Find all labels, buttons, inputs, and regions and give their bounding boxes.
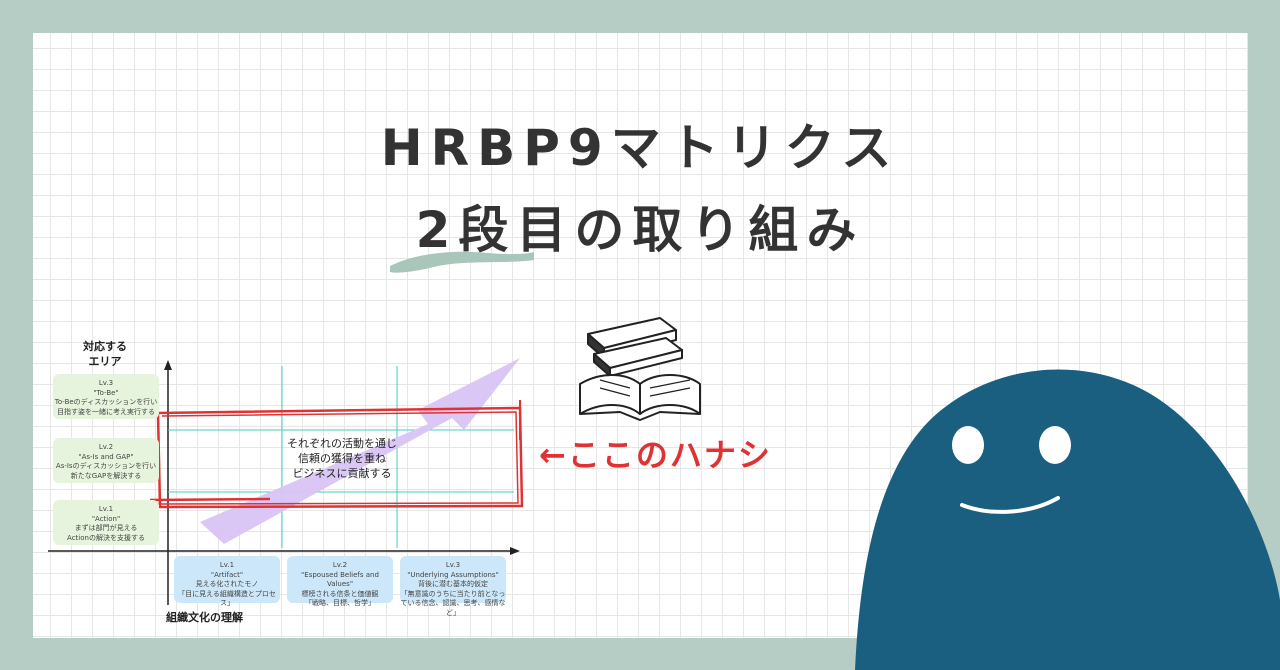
level-label: Lv.3 — [445, 561, 461, 569]
y-level-2-box: Lv.2 "As-Is and GAP" As-Isのディスカッションを行い 新… — [53, 438, 159, 483]
level-desc: To-Beのディスカッションを行い — [54, 398, 158, 406]
level-desc: 目指す姿を一緒に考え実行する — [57, 407, 155, 416]
x-axis-label: 組織文化の理解 — [166, 611, 243, 624]
level-name: "Artifact" — [210, 570, 244, 579]
level-desc: 「無意識のうちに当たり前となっている信念、認識、思考、感情など」 — [400, 589, 506, 617]
level-label: Lv.2 — [98, 443, 114, 451]
center-line: 信頼の獲得を重ね — [298, 452, 386, 465]
level-desc: 見える化されたモノ — [195, 580, 259, 588]
level-desc: 標榜される信条と価値観 — [301, 589, 379, 598]
level-name: "Espoused Beliefs and Values" — [301, 570, 379, 589]
level-desc: Actionの解決を支援する — [67, 533, 145, 542]
level-name: "To-Be" — [93, 388, 119, 397]
level-label: Lv.2 — [332, 561, 348, 569]
y-level-3-box: Lv.3 "To-Be" To-Beのディスカッションを行い 目指す姿を一緒に考… — [53, 374, 159, 419]
center-text: それぞれの活動を通じ 信頼の獲得を重ね ビジネスに貢献する — [262, 436, 422, 481]
x-level-3-box: Lv.3 "Underlying Assumptions" 背後に潜む基本的仮定… — [400, 556, 506, 617]
x-level-1-box: Lv.1 "Artifact" 見える化されたモノ 「目に見える組織構造とプロセ… — [174, 556, 280, 607]
level-desc: まずは部門が見える — [74, 524, 138, 532]
level-label: Lv.1 — [98, 505, 114, 513]
title-line-2: 2段目の取り組み — [415, 201, 865, 259]
y-level-1-box: Lv.1 "Action" まずは部門が見える Actionの解決を支援する — [53, 500, 159, 545]
level-name: "Action" — [91, 514, 121, 523]
x-level-2-box: Lv.2 "Espoused Beliefs and Values" 標榜される… — [287, 556, 393, 607]
level-name: "Underlying Assumptions" — [407, 570, 499, 579]
y-axis-label: 対応する エリア — [83, 340, 127, 368]
level-label: Lv.1 — [219, 561, 235, 569]
level-name: "As-Is and GAP" — [78, 452, 134, 461]
level-label: Lv.3 — [98, 379, 114, 387]
level-desc: 背後に潜む基本的仮定 — [418, 580, 488, 588]
center-line: ビジネスに貢献する — [292, 467, 392, 480]
callout-text: ←ここのハナシ — [539, 436, 772, 474]
level-desc: 「目に見える組織構造とプロセス」 — [178, 589, 276, 608]
level-desc: As-Isのディスカッションを行い — [55, 462, 157, 470]
level-desc: 新たなGAPを解決する — [70, 471, 142, 480]
title-line-1: HRBP9マトリクス — [380, 119, 900, 177]
center-line: それぞれの活動を通じ — [287, 437, 397, 450]
brush-stroke — [390, 251, 534, 273]
level-desc: 「戦略、目標、哲学」 — [305, 599, 375, 607]
